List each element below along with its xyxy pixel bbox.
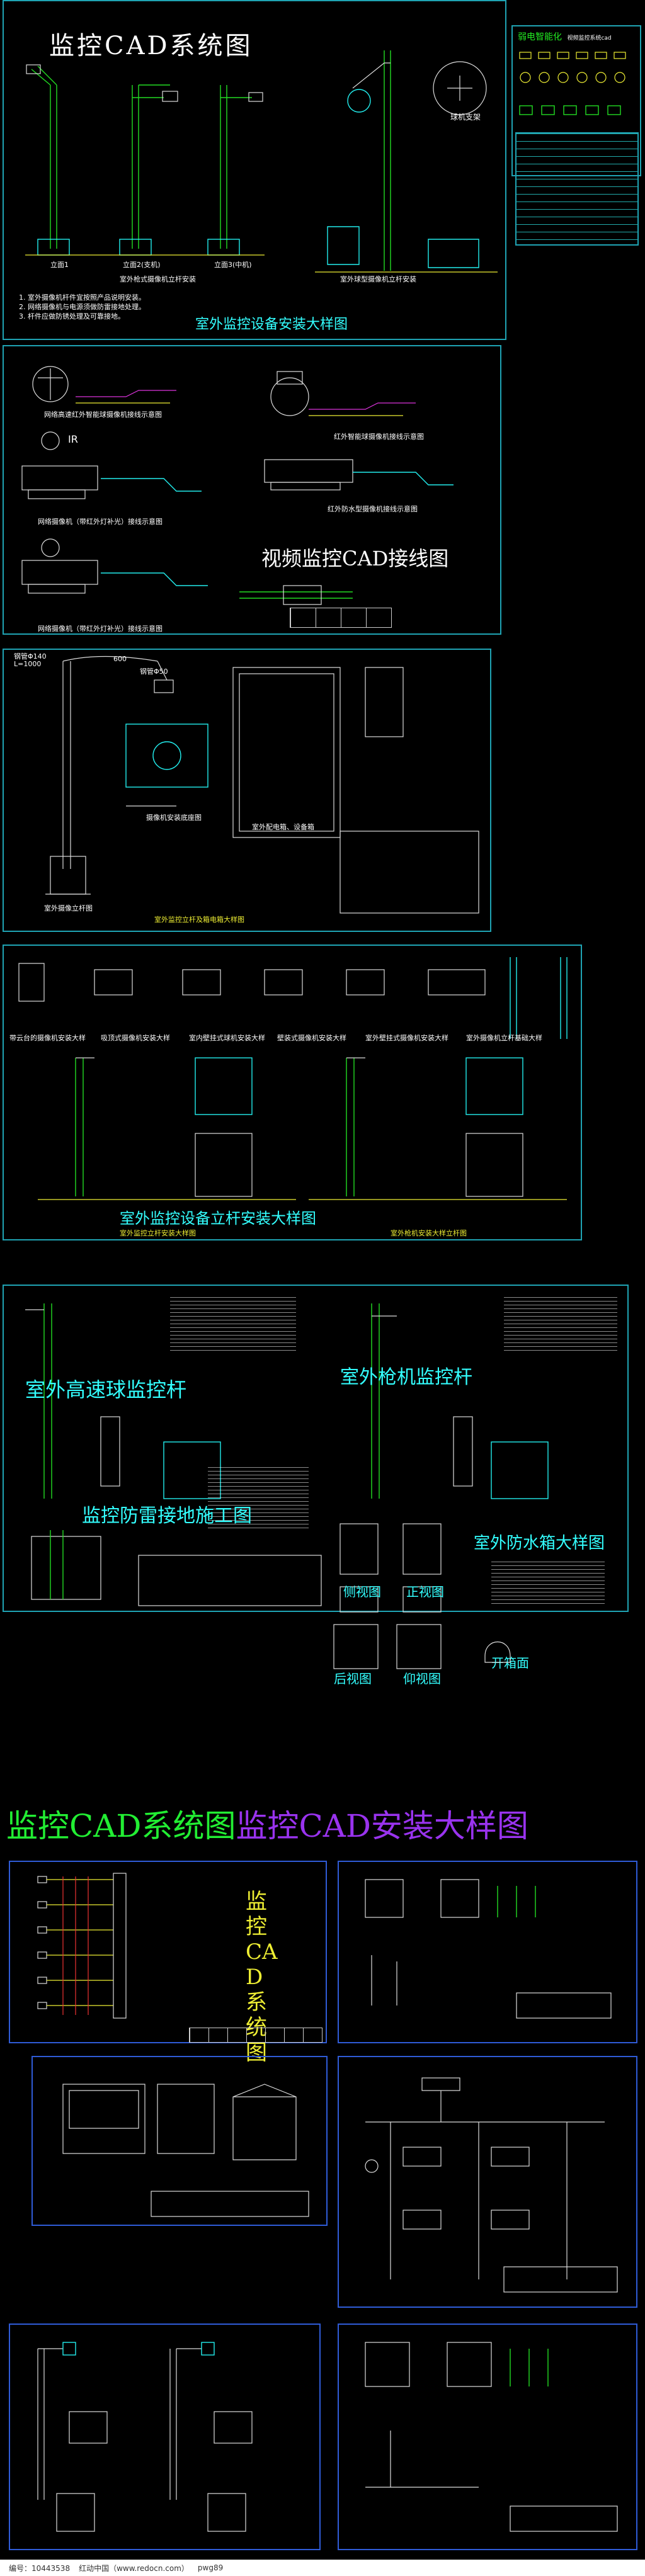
cap-bullet-ir2: 网络摄像机（带红外灯补光）接线示意图 <box>38 625 163 633</box>
legend-sub: 视频监控系统cad <box>567 35 612 42</box>
wiring-sheet-drawing <box>365 2077 618 2293</box>
legend-title: 弱电智能化 <box>518 32 562 42</box>
pole-ground-drawings <box>25 1303 549 1613</box>
panel-install-details <box>3 945 582 1240</box>
label-arm: 钢管Φ50 <box>140 667 168 676</box>
title-bullet-pole: 室外枪机监控杆 <box>340 1366 472 1388</box>
promo-left: 监控CAD系统图 <box>6 1808 236 1844</box>
install-cap-2: 吸顶式摄像机安装大样 <box>101 1034 170 1042</box>
pole3-label: 立面3(中机) <box>214 261 252 269</box>
wiring-table <box>290 608 392 628</box>
cabinet-drawing <box>62 2084 309 2217</box>
system-diagram <box>37 1873 127 2019</box>
watermark-footer: 编号：10443538 红动中国（www.redocn.com） pwg89 <box>0 2560 645 2576</box>
note-2: 2. 网络摄像机与电源须做防雷接地处理。 <box>19 303 146 311</box>
view-front: 正视图 <box>406 1584 444 1599</box>
label-box: 室外配电箱、设备箱 <box>252 823 314 831</box>
install-cap-3: 室内壁挂式球机安装大样 <box>189 1034 265 1042</box>
install-cap-6: 室外摄像机立杆基础大样 <box>466 1034 542 1042</box>
notes-bullet <box>504 1297 617 1354</box>
sheet-wiring <box>338 2056 637 2308</box>
notes-ground <box>208 1467 309 1530</box>
view-back: 后视图 <box>334 1671 372 1686</box>
install-a-drawing <box>365 1879 612 2019</box>
sheet-install-b <box>338 2324 637 2550</box>
label-600: 600 <box>113 655 127 663</box>
cap-speed-dome: 网络高速红外智能球摄像机接线示意图 <box>44 411 162 419</box>
promo-right: 监控CAD安装大样图 <box>236 1808 528 1844</box>
title-ground: 监控防雷接地施工图 <box>82 1505 252 1527</box>
cap-ir-dome: 红外智能球摄像机接线示意图 <box>334 433 424 441</box>
cap-bullet-ir: 网络摄像机（带红外灯补光）接线示意图 <box>38 518 163 526</box>
pole-caption: 室外枪式摄像机立杆安装 <box>120 275 196 283</box>
section4-sub-right: 室外枪机安装大样立杆图 <box>391 1229 467 1237</box>
note-1: 1. 室外摄像机杆件宜按照产品说明安装。 <box>19 293 146 302</box>
section4-sub-left: 室外监控立杆安装大样图 <box>120 1229 196 1237</box>
section3-title: 室外监控立杆及箱电箱大样图 <box>154 916 244 924</box>
ball-caption: 室外球型摄像机立杆安装 <box>340 275 416 283</box>
pole-drawings <box>25 64 265 256</box>
panel-pole-box <box>3 649 491 932</box>
install-cap-1: 带云台的摄像机安装大样 <box>9 1034 86 1042</box>
sheet-system <box>9 1861 327 2043</box>
legend-table <box>515 132 639 246</box>
section4-title: 室外监控设备立杆安装大样图 <box>120 1210 316 1227</box>
pole-sheet-drawing <box>37 2342 253 2532</box>
pole-box-drawings <box>45 655 479 914</box>
sheet-install-a <box>338 1861 637 2043</box>
install-cap-4: 壁装式摄像机安装大样 <box>277 1034 346 1042</box>
sheet-cabinet <box>31 2056 328 2226</box>
pole1-label: 立面1 <box>50 261 69 269</box>
panel-wiring <box>3 345 501 635</box>
cap-waterproof: 红外防水型摄像机接线示意图 <box>328 505 418 513</box>
title-waterproof-box: 室外防水箱大样图 <box>474 1534 605 1553</box>
install-b-drawing <box>365 2342 618 2532</box>
page-title: 监控CAD系统图 <box>49 31 253 60</box>
footer-id: 编号：10443538 <box>9 2563 71 2573</box>
ir-label: IR <box>68 433 78 445</box>
box-views <box>333 1624 511 1669</box>
label-len: L=1000 <box>14 660 42 668</box>
install-cap-5: 室外壁挂式摄像机安装大样 <box>365 1034 448 1042</box>
sheet-pole-drawing <box>9 2324 321 2550</box>
system-vertical-title: 监控CAD系统图 <box>246 1889 278 2065</box>
label-plate: 摄像机安装底座图 <box>146 814 202 822</box>
footer-code: pwg89 <box>197 2563 224 2572</box>
pole2-label: 立面2(支机) <box>123 261 161 269</box>
ball-bracket-label: 球机支架 <box>450 113 481 122</box>
promo-banner: 监控CAD系统图监控CAD安装大样图 <box>6 1801 528 1846</box>
section1-title: 室外监控设备安装大样图 <box>195 317 348 332</box>
title-dome-pole: 室外高速球监控杆 <box>25 1378 187 1402</box>
view-side: 侧视图 <box>343 1584 381 1599</box>
sheet-system-titleblock <box>189 2028 322 2043</box>
ball-pole-drawing <box>315 50 498 273</box>
panel-pole-ground-box <box>3 1285 629 1612</box>
section2-title: 视频监控CAD接线图 <box>261 547 449 570</box>
notes-box <box>491 1562 605 1606</box>
label-dia: 钢管Φ140 <box>14 652 47 661</box>
note-3: 3. 杆件应做防锈处理及可靠接地。 <box>19 312 125 321</box>
legend-symbols <box>519 52 626 115</box>
panel-outdoor-install <box>3 0 506 340</box>
notes-block: 1. 室外摄像机杆件宜按照产品说明安装。 2. 网络摄像机与电源须做防雷接地处理… <box>19 293 146 321</box>
view-top: 仰视图 <box>403 1671 441 1686</box>
legend-title-row: 弱电智能化 视频监控系统cad <box>518 30 612 43</box>
label-base: 室外摄像立杆图 <box>44 904 93 912</box>
footer-site: 红动中国（www.redocn.com） <box>79 2563 189 2573</box>
notes-dome <box>170 1297 296 1354</box>
install-details <box>18 957 568 1200</box>
wiring-drawings <box>21 366 454 605</box>
